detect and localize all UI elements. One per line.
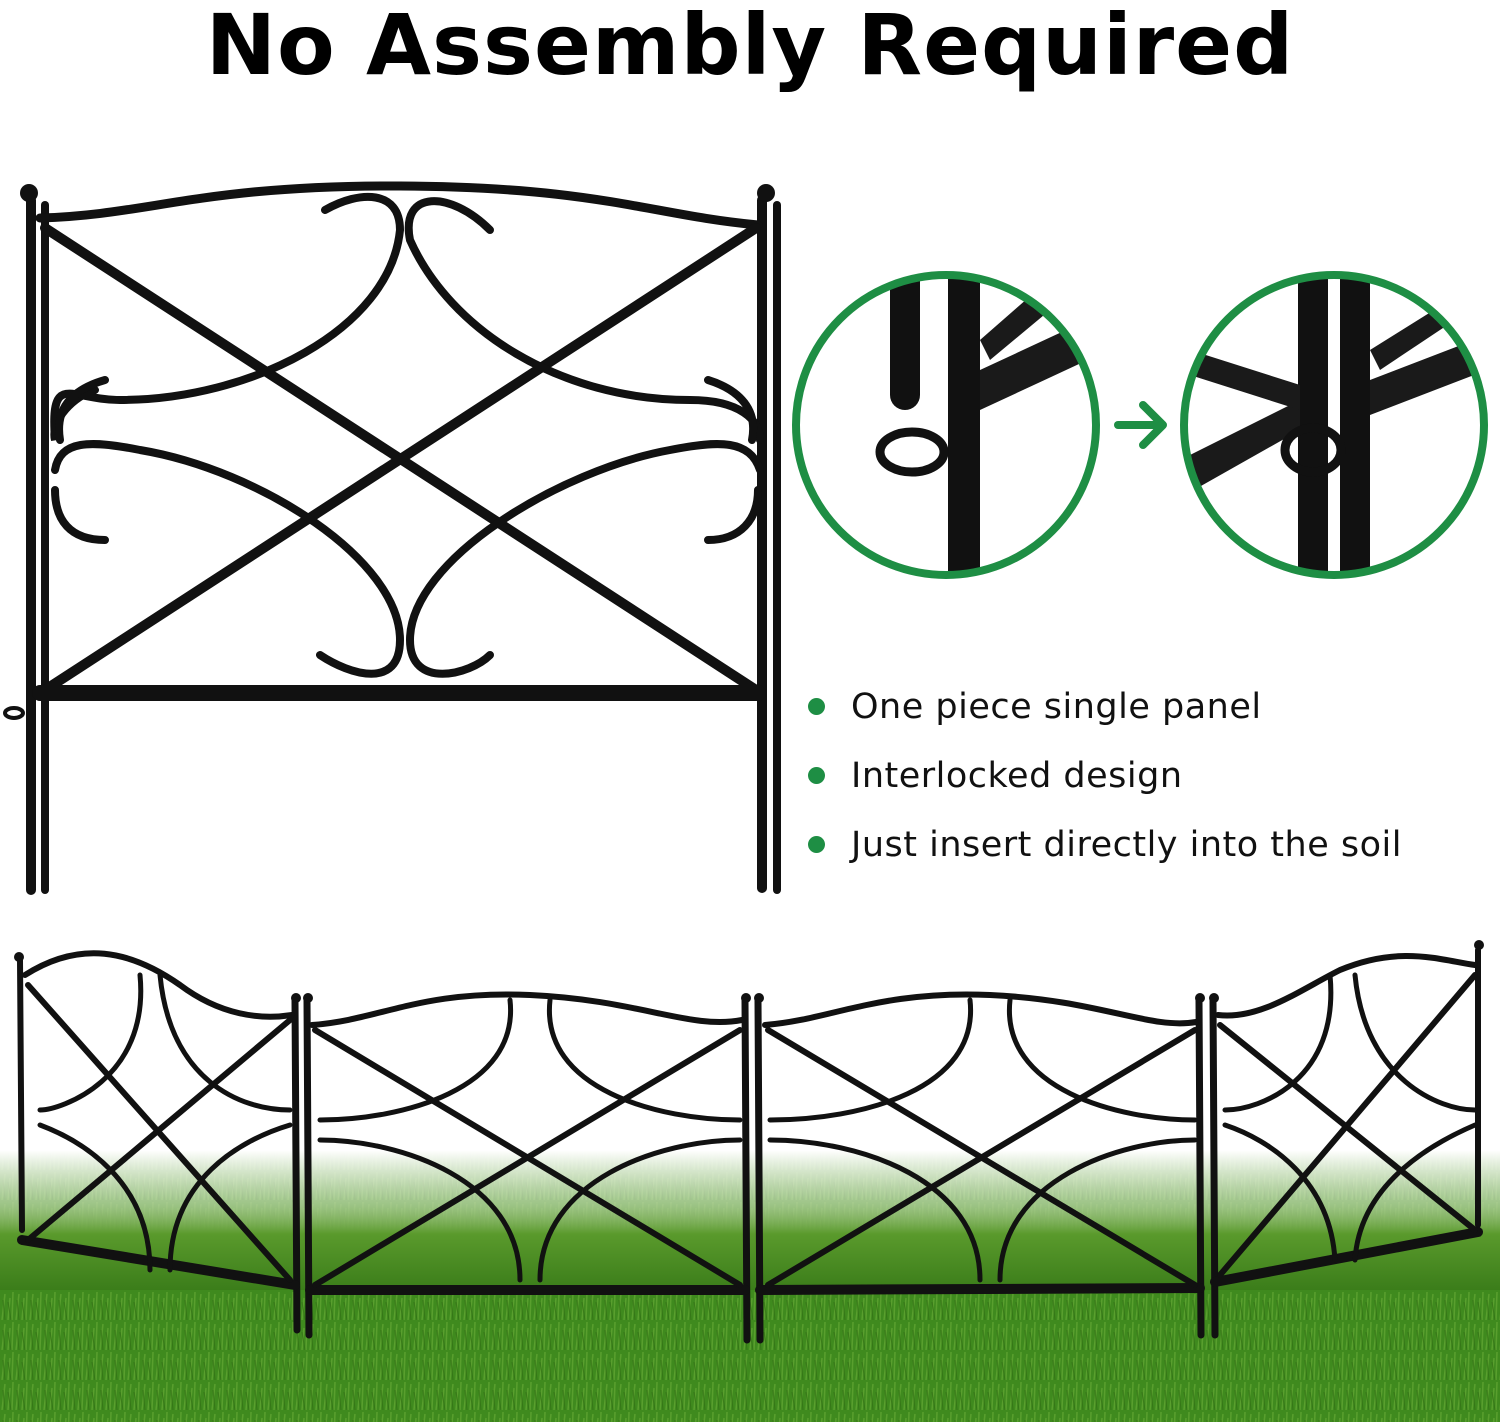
green-bullet-icon [808,767,825,784]
green-bullet-icon [808,836,825,853]
arrow-right-icon [1114,401,1167,449]
feature-list: One piece single panel Interlocked desig… [808,672,1498,879]
feature-item: Just insert directly into the soil [808,810,1498,879]
zoom-circle-left [792,271,1100,579]
zoom-circle-right [1180,271,1488,579]
feature-label: One piece single panel [851,686,1262,727]
installed-fence-scene [0,940,1500,1422]
single-fence-panel [3,181,781,895]
feature-item: Interlocked design [808,741,1498,810]
feature-item: One piece single panel [808,672,1498,741]
page-title: No Assembly Required [205,0,1295,94]
feature-label: Interlocked design [851,755,1183,796]
detail-after-connection [1180,271,1488,579]
detail-before-connection [792,271,1100,579]
feature-label: Just insert directly into the soil [851,824,1402,865]
green-bullet-icon [808,698,825,715]
